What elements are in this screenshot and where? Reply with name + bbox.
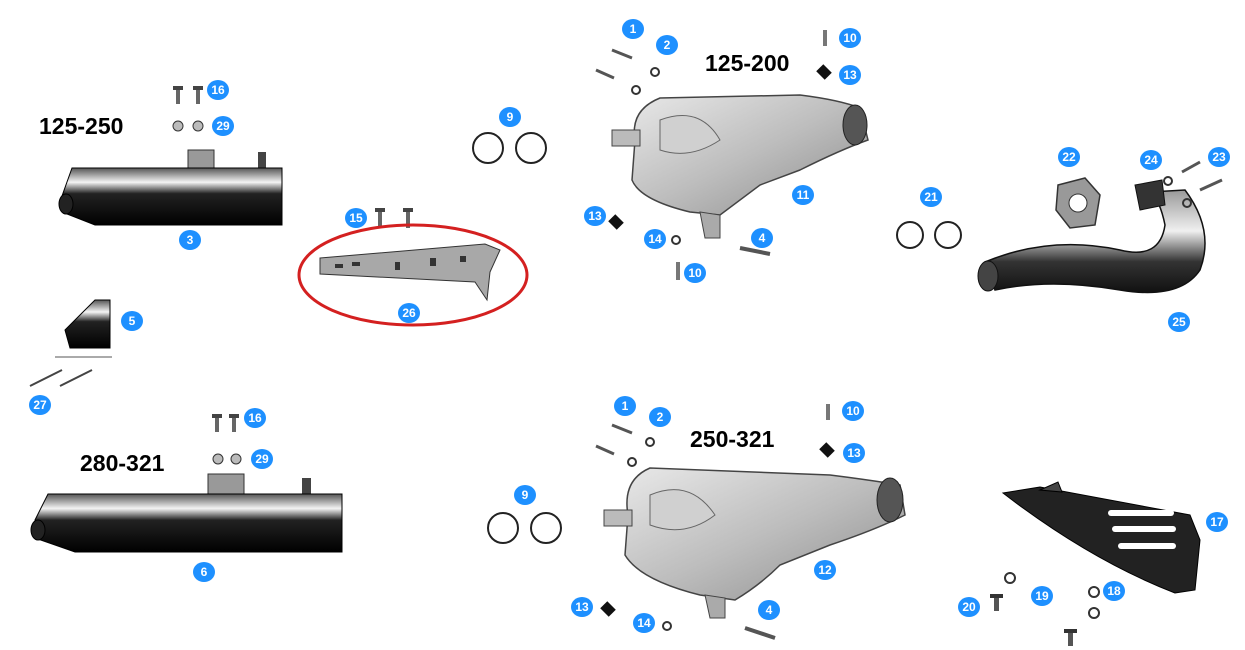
callout-1: 1 [614, 396, 636, 416]
callout-13: 13 [571, 597, 593, 617]
callout-29: 29 [212, 116, 234, 136]
o-rings-9-bottom [487, 512, 562, 544]
hardware-top-chamber [595, 30, 832, 280]
callout-14: 14 [644, 229, 666, 249]
callout-11: 11 [792, 185, 814, 205]
nuts-29-bottom [212, 453, 242, 465]
nuts-29-top [172, 120, 204, 132]
callout-10: 10 [842, 401, 864, 421]
callout-21: 21 [920, 187, 942, 207]
callout-19: 19 [1031, 586, 1053, 606]
callout-18: 18 [1103, 581, 1125, 601]
hardware-bottom-chamber [595, 404, 835, 640]
bracket-26 [297, 208, 529, 327]
callout-6: 6 [193, 562, 215, 582]
callout-3: 3 [179, 230, 201, 250]
callout-25: 25 [1168, 312, 1190, 332]
expansion-chamber-bottom [603, 467, 906, 619]
callout-14: 14 [633, 613, 655, 633]
bolts-16-bottom [212, 414, 239, 432]
model-label-exp-top: 125-200 [705, 50, 790, 76]
model-label-silencer-top: 125-250 [39, 113, 124, 139]
callout-17: 17 [1206, 512, 1228, 532]
callout-2: 2 [656, 35, 678, 55]
callout-2: 2 [649, 407, 671, 427]
silencer-top [58, 149, 283, 226]
callout-22: 22 [1058, 147, 1080, 167]
callout-29: 29 [251, 449, 273, 469]
callout-27: 27 [29, 395, 51, 415]
callout-13: 13 [843, 443, 865, 463]
bolts-16-top [173, 86, 203, 104]
callout-9: 9 [499, 107, 521, 127]
heat-shield-17 [1001, 481, 1201, 594]
callout-16: 16 [244, 408, 266, 428]
o-rings-9-top [472, 132, 547, 164]
o-rings-21 [896, 221, 962, 249]
callout-20: 20 [958, 597, 980, 617]
callout-4: 4 [758, 600, 780, 620]
callout-26: 26 [398, 303, 420, 323]
silencer-bottom [30, 473, 343, 553]
callout-10: 10 [839, 28, 861, 48]
rivets-27 [29, 369, 93, 387]
callout-13: 13 [839, 65, 861, 85]
callout-23: 23 [1208, 147, 1230, 167]
callout-4: 4 [751, 228, 773, 248]
callout-9: 9 [514, 485, 536, 505]
callout-1: 1 [622, 19, 644, 39]
callout-24: 24 [1140, 150, 1162, 170]
callout-12: 12 [814, 560, 836, 580]
callout-10: 10 [684, 263, 706, 283]
hardware-23-24 [1163, 160, 1223, 208]
model-label-silencer-bottom: 280-321 [80, 450, 165, 476]
end-cap [55, 299, 112, 358]
header-pipe-25 [977, 179, 1206, 294]
callout-5: 5 [121, 311, 143, 331]
expansion-chamber-top [611, 94, 869, 239]
model-label-exp-bottom: 250-321 [690, 426, 775, 452]
gasket-22 [1055, 177, 1101, 229]
callout-13: 13 [584, 206, 606, 226]
hardware-18-19-20 [990, 572, 1100, 646]
callout-16: 16 [207, 80, 229, 100]
callout-15: 15 [345, 208, 367, 228]
